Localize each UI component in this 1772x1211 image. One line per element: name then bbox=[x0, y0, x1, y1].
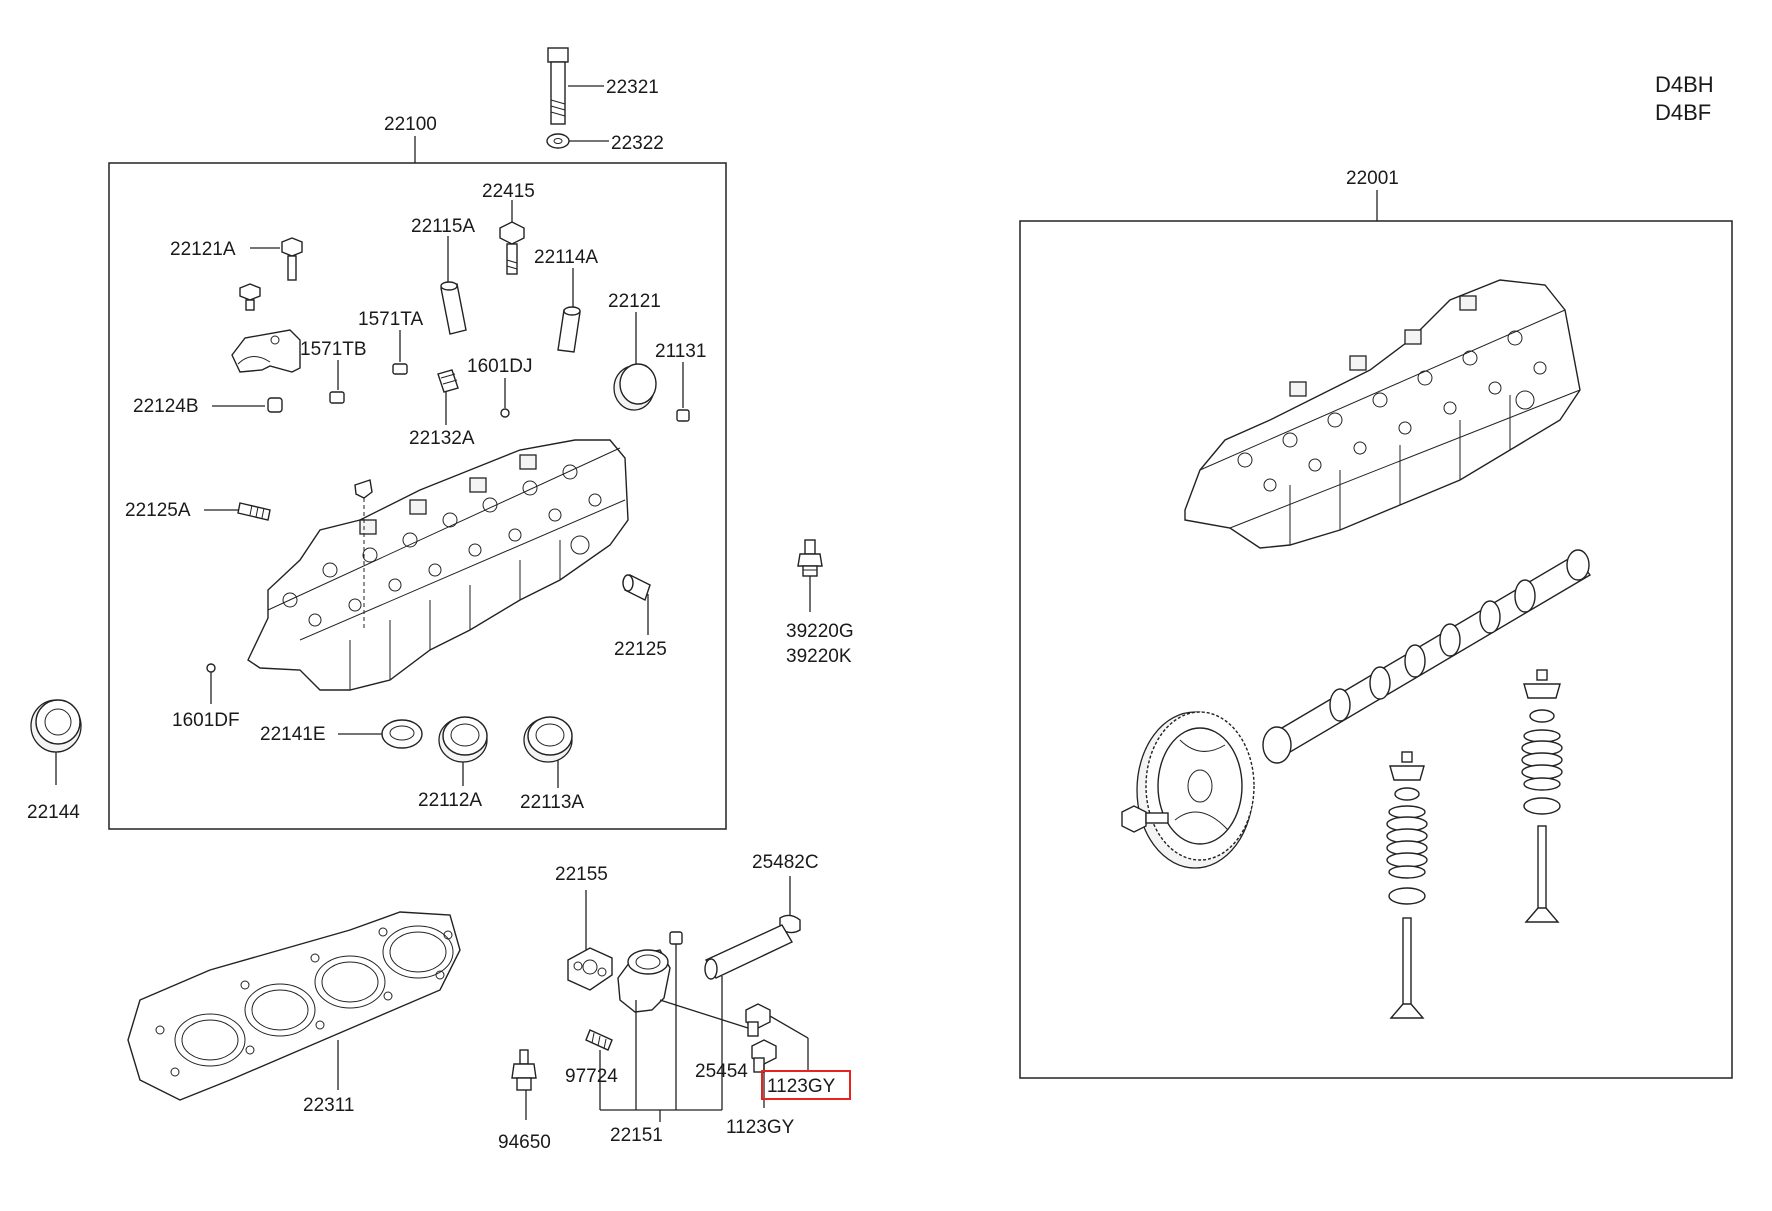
cylinder-head-left-icon bbox=[247, 439, 629, 691]
label-1571TB[interactable]: 1571TB bbox=[300, 339, 367, 360]
label-25454[interactable]: 25454 bbox=[695, 1061, 748, 1082]
label-1123GY[interactable]: 1123GY bbox=[726, 1117, 795, 1138]
label-22144[interactable]: 22144 bbox=[27, 802, 80, 823]
plug-1571TB-icon bbox=[329, 391, 345, 404]
seal-22113A-icon bbox=[523, 716, 573, 763]
label-22151[interactable]: 22151 bbox=[610, 1125, 663, 1146]
bolt-22321-icon bbox=[547, 47, 569, 125]
valve-assembly-right-icon bbox=[1521, 669, 1563, 923]
label-22322[interactable]: 22322 bbox=[611, 133, 664, 154]
sender-94650-icon bbox=[511, 1049, 537, 1091]
label-22125[interactable]: 22125 bbox=[614, 639, 667, 660]
label-22113A[interactable]: 22113A bbox=[520, 792, 584, 813]
label-25482C[interactable]: 25482C bbox=[752, 852, 819, 873]
label-22112A[interactable]: 22112A bbox=[418, 790, 482, 811]
group-box-22100 bbox=[108, 162, 727, 830]
plug-21131-icon bbox=[676, 409, 690, 422]
camshaft-icon bbox=[1262, 549, 1592, 764]
plug-22121-icon bbox=[613, 363, 657, 411]
label-39220G[interactable]: 39220G bbox=[786, 621, 854, 642]
sensor-39220-icon bbox=[797, 539, 823, 577]
bolt-22415-icon bbox=[499, 221, 525, 275]
label-94650[interactable]: 94650 bbox=[498, 1132, 551, 1153]
label-97724[interactable]: 97724 bbox=[565, 1066, 618, 1087]
label-22114A[interactable]: 22114A bbox=[534, 247, 598, 268]
stud-22125A-icon bbox=[237, 502, 271, 521]
oil-seal-22144-icon bbox=[30, 699, 82, 753]
stud-97724-icon bbox=[585, 1029, 613, 1051]
label-22415[interactable]: 22415 bbox=[482, 181, 535, 202]
label-22311[interactable]: 22311 bbox=[303, 1095, 354, 1116]
label-1571TA[interactable]: 1571TA bbox=[358, 309, 423, 330]
pin-22115A-icon bbox=[440, 281, 467, 335]
fitting-22132A-icon bbox=[437, 369, 459, 393]
guide-22114A-icon bbox=[557, 306, 581, 353]
label-22125A[interactable]: 22125A bbox=[125, 500, 191, 521]
hose-25454-icon bbox=[704, 924, 793, 980]
gasket-22155-icon bbox=[567, 947, 613, 991]
label-1601DF[interactable]: 1601DF bbox=[172, 710, 240, 731]
cam-sprocket-icon bbox=[1136, 711, 1255, 869]
group-box-22001 bbox=[1019, 220, 1733, 1079]
label-22155[interactable]: 22155 bbox=[555, 864, 608, 885]
label-22115A[interactable]: 22115A bbox=[411, 216, 475, 237]
model-code-d4bh: D4BH bbox=[1655, 72, 1714, 97]
label-22132A[interactable]: 22132A bbox=[409, 428, 475, 449]
label-22001[interactable]: 22001 bbox=[1346, 168, 1399, 189]
label-39220K[interactable]: 39220K bbox=[786, 646, 852, 667]
dowel-22125-icon bbox=[622, 574, 651, 601]
ball-1601DF-icon bbox=[206, 663, 216, 673]
bolt-1123GY-a-icon bbox=[745, 1003, 771, 1037]
seal-22141E-icon bbox=[381, 719, 423, 749]
plug-small-icon bbox=[669, 931, 683, 945]
model-code-d4bf: D4BF bbox=[1655, 100, 1711, 125]
fitting-22151-icon bbox=[617, 949, 671, 1013]
ball-1601DJ-icon bbox=[500, 408, 510, 418]
label-22100[interactable]: 22100 bbox=[384, 114, 437, 135]
label-1123GY-highlighted[interactable]: 1123GY bbox=[767, 1076, 836, 1097]
highlight-box-1123GY bbox=[761, 1070, 851, 1100]
valve-assembly-left-icon bbox=[1386, 751, 1428, 1019]
label-22321[interactable]: 22321 bbox=[606, 77, 659, 98]
cylinder-head-right-icon bbox=[1184, 279, 1581, 549]
seal-22112A-icon bbox=[438, 716, 488, 763]
washer-22322-icon bbox=[546, 133, 570, 149]
plug-1571TA-icon bbox=[392, 363, 408, 375]
sprocket-bolt-icon bbox=[1121, 805, 1169, 833]
label-21131[interactable]: 21131 bbox=[655, 341, 706, 362]
head-gasket-22311-icon bbox=[127, 911, 461, 1101]
bracket-22124-icon bbox=[231, 329, 301, 373]
bolt-small-icon bbox=[239, 283, 261, 311]
bushing-22124B-icon bbox=[267, 397, 283, 413]
label-1601DJ[interactable]: 1601DJ bbox=[467, 356, 533, 377]
label-22124B[interactable]: 22124B bbox=[133, 396, 199, 417]
bolt-22121A-icon bbox=[281, 237, 303, 281]
label-22121A[interactable]: 22121A bbox=[170, 239, 236, 260]
label-22121[interactable]: 22121 bbox=[608, 291, 661, 312]
label-22141E[interactable]: 22141E bbox=[260, 724, 326, 745]
